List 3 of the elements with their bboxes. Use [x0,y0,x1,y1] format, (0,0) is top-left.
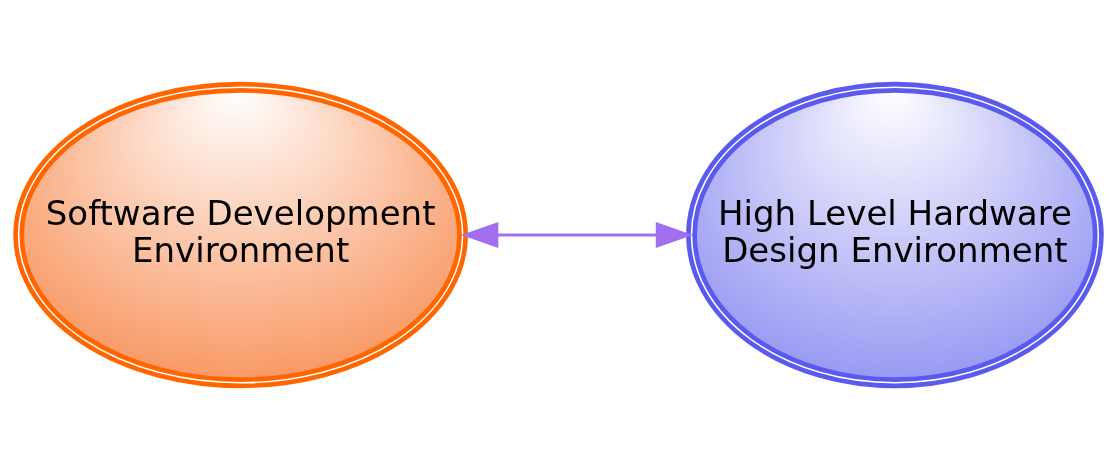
arrow [461,222,693,248]
node-ellipse: High Level Hardware Design Environment [686,81,1104,389]
node-ellipse: Software Development Environment [13,81,468,389]
